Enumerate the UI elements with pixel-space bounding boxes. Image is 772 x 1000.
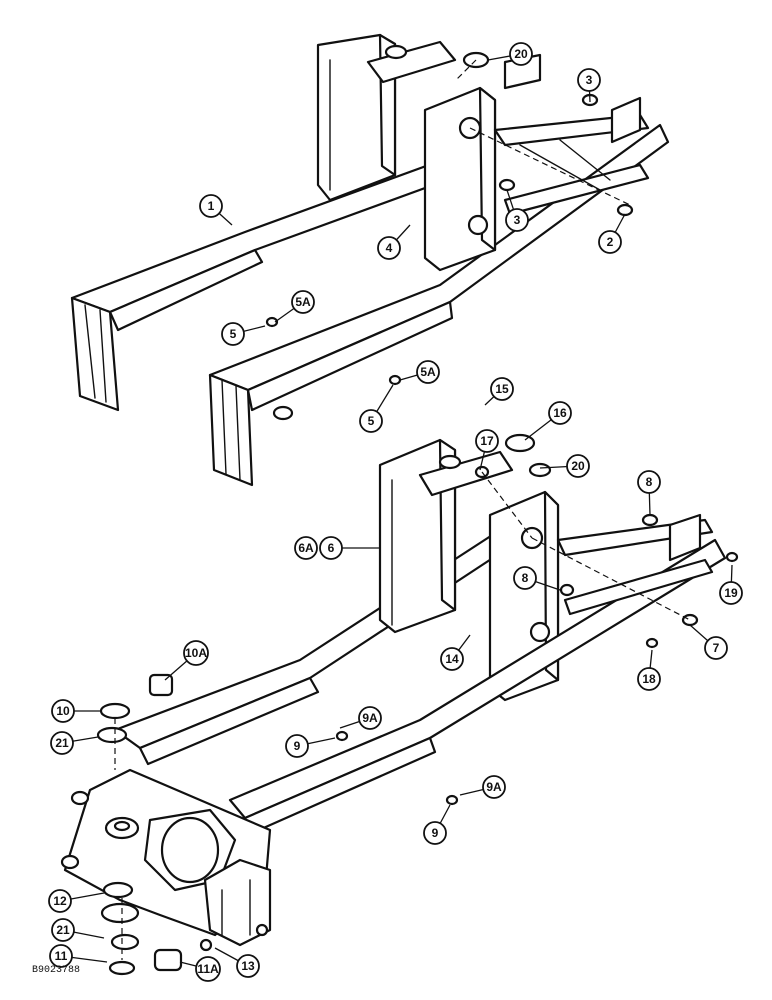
callout-circle: [637, 667, 661, 691]
callout-circle: [490, 377, 514, 401]
callout-label: 16: [553, 406, 567, 420]
callout-circle: [359, 409, 383, 433]
callout-circle: [598, 230, 622, 254]
callout-label: 9: [294, 739, 301, 753]
callout-circle: [482, 775, 506, 799]
callout-circle: [377, 236, 401, 260]
callout-label: 6: [328, 541, 335, 555]
callout-label: 9: [432, 826, 439, 840]
callout-label: 4: [386, 241, 393, 255]
callout-circle: [319, 536, 343, 560]
callout-circle: [566, 454, 590, 478]
callout-circle: [416, 360, 440, 384]
callout-label: 15: [495, 382, 509, 396]
callout-label: 1: [208, 199, 215, 213]
callout-circle: [423, 821, 447, 845]
callout-label: 20: [571, 459, 585, 473]
callout-label: 13: [241, 959, 255, 973]
callout-circle: [183, 640, 209, 666]
callout-label: 20: [514, 47, 528, 61]
callout-circle: [505, 208, 529, 232]
callout-label: 5: [368, 414, 375, 428]
callout-circle: [577, 68, 601, 92]
callout-circle: [195, 956, 221, 982]
callout-circle: [513, 566, 537, 590]
callout-circle: [51, 699, 75, 723]
callout-circle: [358, 706, 382, 730]
callout-label: 7: [713, 641, 720, 655]
callout-label: 8: [646, 475, 653, 489]
callout-label: 19: [724, 586, 738, 600]
callout-circle: [440, 647, 464, 671]
callout-label: 5A: [420, 365, 436, 379]
callout-label: 3: [514, 213, 521, 227]
callout-circle: [221, 322, 245, 346]
callout-circle: [236, 954, 260, 978]
callout-circle: [548, 401, 572, 425]
callout-label: 9A: [486, 780, 502, 794]
callout-label: 17: [480, 434, 494, 448]
callout-label: 18: [642, 672, 656, 686]
callout-label: 12: [53, 894, 67, 908]
callout-circle: [294, 536, 318, 560]
callout-label: 9A: [362, 711, 378, 725]
callout-circle: [199, 194, 223, 218]
callout-circle: [509, 42, 533, 66]
callout-label: 10A: [185, 646, 207, 660]
callout-circle: [637, 470, 661, 494]
callout-label: 8: [522, 571, 529, 585]
callout-label: 10: [56, 704, 70, 718]
callout-label: 3: [586, 73, 593, 87]
callout-label: 5: [230, 327, 237, 341]
callout-circle: [704, 636, 728, 660]
callout-circle: [50, 731, 74, 755]
callout-circle: [49, 944, 73, 968]
callout-label: 21: [55, 736, 69, 750]
callout-label: 5A: [295, 295, 311, 309]
callout-circle: [719, 581, 743, 605]
callout-label: 6A: [298, 541, 314, 555]
callout-label: 21: [56, 923, 70, 937]
callout-circle: [285, 734, 309, 758]
callout-circle: [475, 429, 499, 453]
upper-frame-drawing: [70, 33, 670, 487]
callout-label: 11A: [197, 962, 219, 976]
lower-frame-drawing: [60, 405, 739, 976]
callout-circle: [51, 918, 75, 942]
callout-circle: [291, 290, 315, 314]
figure-code: B9023788: [32, 965, 80, 976]
callout-label: 2: [607, 235, 614, 249]
callout-label: 14: [445, 652, 459, 666]
callout-circle: [48, 889, 72, 913]
callout-label: 11: [55, 949, 68, 963]
